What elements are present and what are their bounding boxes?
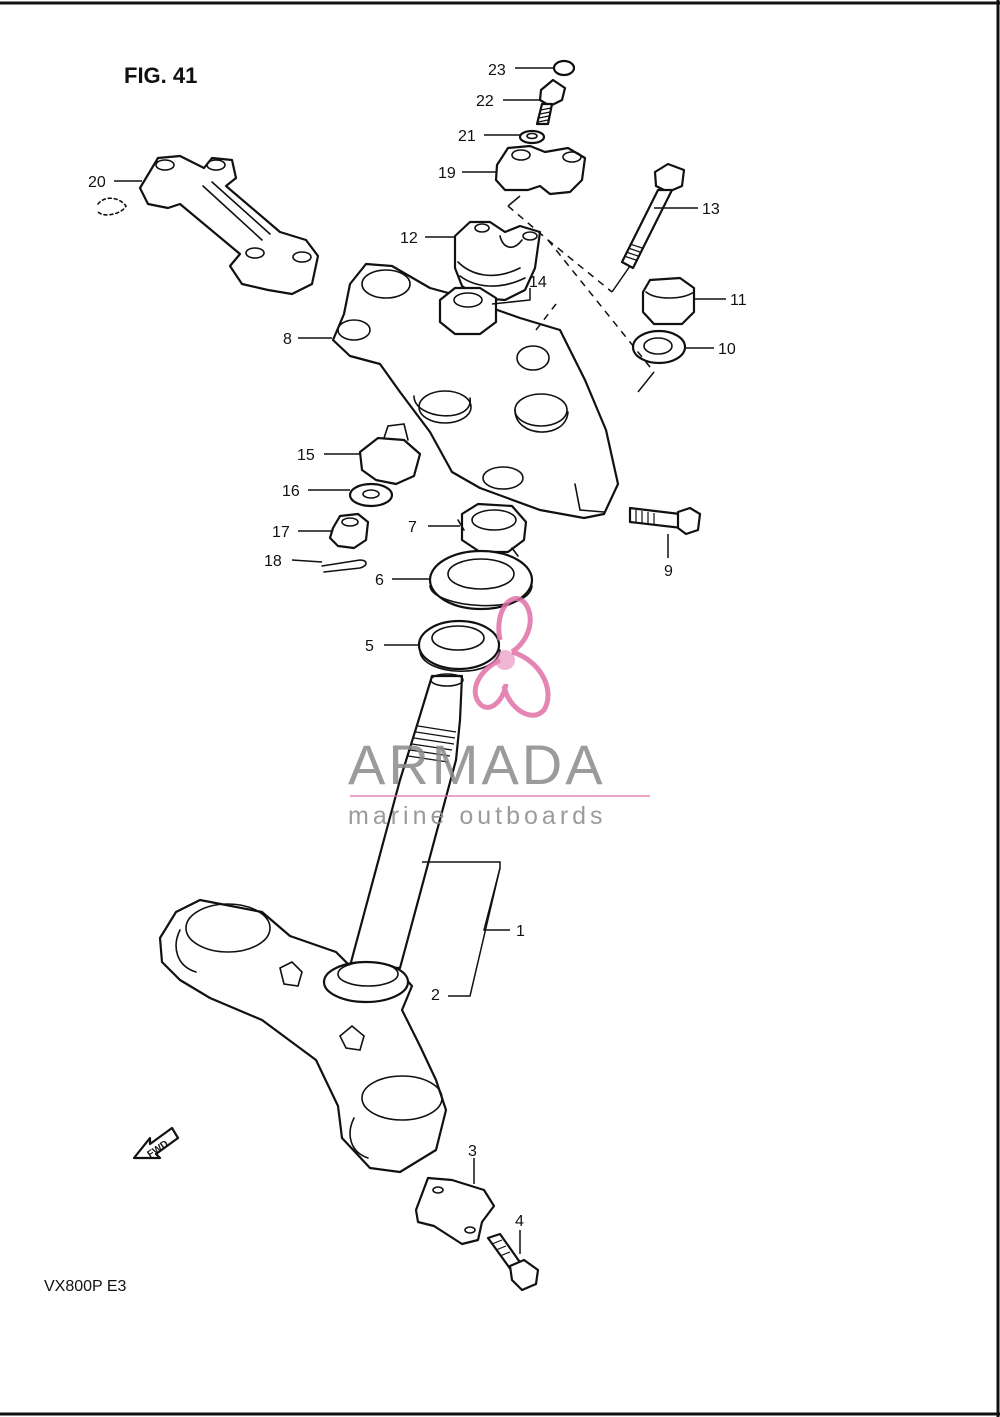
part-9-bolt (628, 506, 702, 536)
part-8-upper-bracket (331, 262, 620, 520)
part-5-bearing (417, 619, 501, 673)
part-2-lower-seal (322, 960, 410, 1004)
figure-title: FIG. 41 (124, 63, 197, 88)
part-19-holder-upper (494, 144, 587, 196)
model-code: VX800P E3 (44, 1278, 127, 1295)
watermark-title: ARMADA (348, 733, 606, 796)
part-4-bolt (486, 1232, 540, 1292)
callout-10: 10 (718, 341, 736, 358)
fwd-arrow: FWD (132, 1126, 180, 1160)
part-7-ring-nut (457, 502, 528, 557)
callout-16: 16 (282, 483, 300, 500)
callout-23: 23 (488, 62, 506, 79)
callout-15: 15 (297, 447, 315, 464)
leader-lines (114, 67, 726, 1254)
callout-6: 6 (375, 572, 384, 589)
part-13-long-bolt (620, 162, 686, 270)
callout-5: 5 (365, 638, 374, 655)
propeller-logo (472, 596, 551, 718)
callout-12: 12 (400, 230, 418, 247)
part-3-clamp-plate (414, 1176, 496, 1246)
callout-21: 21 (458, 128, 476, 145)
callout-22: 22 (476, 93, 494, 110)
watermark-subtitle: marine outboards (348, 802, 607, 830)
callout-labels: 23 22 21 19 20 13 12 14 11 8 10 15 16 17… (88, 62, 747, 1230)
callout-9: 9 (664, 563, 673, 580)
part-18-cotter-pin (321, 559, 367, 573)
callout-17: 17 (272, 524, 290, 541)
callout-11: 11 (730, 292, 747, 309)
part-6-dust-seal (428, 549, 534, 611)
part-21-washer (518, 129, 546, 145)
callout-7: 7 (408, 519, 417, 536)
callout-2: 2 (431, 987, 440, 1004)
callout-20: 20 (88, 174, 106, 191)
part-10-washer (631, 329, 687, 365)
callout-4: 4 (515, 1213, 524, 1230)
callout-13: 13 (702, 201, 720, 218)
callout-14: 14 (529, 274, 547, 291)
part-20-handlebar-holder (97, 154, 320, 296)
callout-3: 3 (468, 1143, 477, 1160)
part-23-cap (552, 59, 576, 77)
callout-19: 19 (438, 165, 456, 182)
watermark: ARMADA marine outboards (348, 596, 650, 830)
part-14-stem-nut (438, 286, 498, 336)
part-1-steering-stem (158, 673, 464, 1174)
callout-8: 8 (283, 331, 292, 348)
callout-1: 1 (516, 923, 525, 940)
part-12-holder-lower (453, 220, 542, 302)
part-15-damper (358, 423, 422, 486)
part-22-bolt (535, 78, 567, 126)
part-11-cap-nut (641, 276, 696, 326)
part-16-washer (348, 482, 394, 508)
part-17-nut (328, 512, 370, 550)
callout-18: 18 (264, 553, 282, 570)
